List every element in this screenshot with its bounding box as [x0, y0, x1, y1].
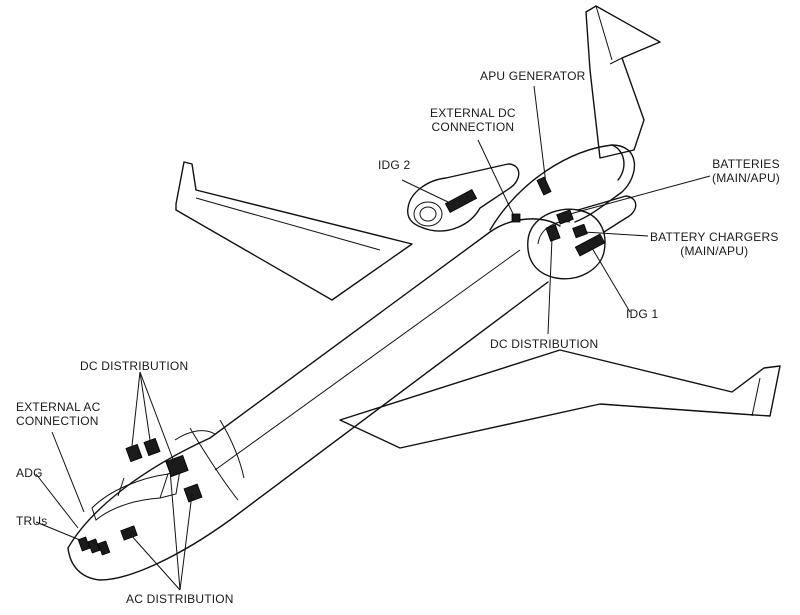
dc-dist-fwd-1 — [125, 443, 143, 463]
engine-idg1-nacelle — [527, 195, 637, 280]
ac-dist-component-2 — [120, 525, 138, 541]
fuselage — [67, 218, 561, 581]
label-ac-distribution: AC DISTRIBUTION — [126, 592, 234, 606]
right-wing — [339, 349, 781, 449]
label-adg: ADG — [16, 466, 43, 480]
vertical-stabilizer — [585, 5, 661, 159]
label-apu-generator: APU GENERATOR — [480, 69, 586, 83]
label-battery-chargers: BATTERY CHARGERS (MAIN/APU) — [650, 230, 779, 258]
label-dc-distribution-fwd: DC DISTRIBUTION — [80, 359, 189, 373]
tru-3 — [97, 540, 111, 556]
aft-fuselage — [489, 144, 636, 231]
dc-distribution-aft-component — [545, 224, 561, 242]
label-dc-distribution-aft: DC DISTRIBUTION — [490, 337, 599, 351]
label-batteries-line1: BATTERIES — [712, 157, 780, 171]
label-external-ac-connection-line2: CONNECTION — [16, 414, 99, 428]
label-external-dc-connection-line1: EXTERNAL DC — [430, 106, 516, 120]
batteries-component — [556, 209, 574, 225]
apu-generator-component — [536, 176, 552, 196]
cockpit-windows — [91, 469, 181, 521]
leader-lines — [35, 85, 711, 591]
engine-idg2-nacelle — [407, 163, 520, 232]
left-wing — [175, 161, 413, 301]
label-idg2: IDG 2 — [378, 158, 411, 172]
label-external-ac-connection: EXTERNAL AC CONNECTION — [16, 400, 100, 428]
dc-dist-fwd-3 — [165, 454, 189, 478]
label-trus: TRUs — [16, 514, 48, 528]
label-external-ac-connection-line1: EXTERNAL AC — [16, 400, 101, 414]
idg1-component — [574, 233, 606, 257]
label-idg1: IDG 1 — [626, 307, 659, 321]
label-battery-chargers-line2: (MAIN/APU) — [680, 244, 749, 258]
tru-1 — [77, 536, 91, 552]
label-batteries: BATTERIES (MAIN/APU) — [712, 157, 780, 185]
battery-charger-component — [572, 223, 588, 239]
external-dc-connection-component — [511, 213, 521, 223]
tru-2 — [87, 538, 101, 554]
label-batteries-line2: (MAIN/APU) — [712, 171, 780, 185]
label-external-dc-connection-line2: CONNECTION — [431, 120, 515, 134]
dc-dist-fwd-2 — [143, 437, 161, 457]
components — [77, 176, 606, 556]
label-external-dc-connection: EXTERNAL DC CONNECTION — [430, 106, 516, 134]
ac-dist-component — [183, 483, 203, 503]
idg2-component — [444, 189, 478, 213]
label-battery-chargers-line1: BATTERY CHARGERS — [650, 230, 779, 244]
